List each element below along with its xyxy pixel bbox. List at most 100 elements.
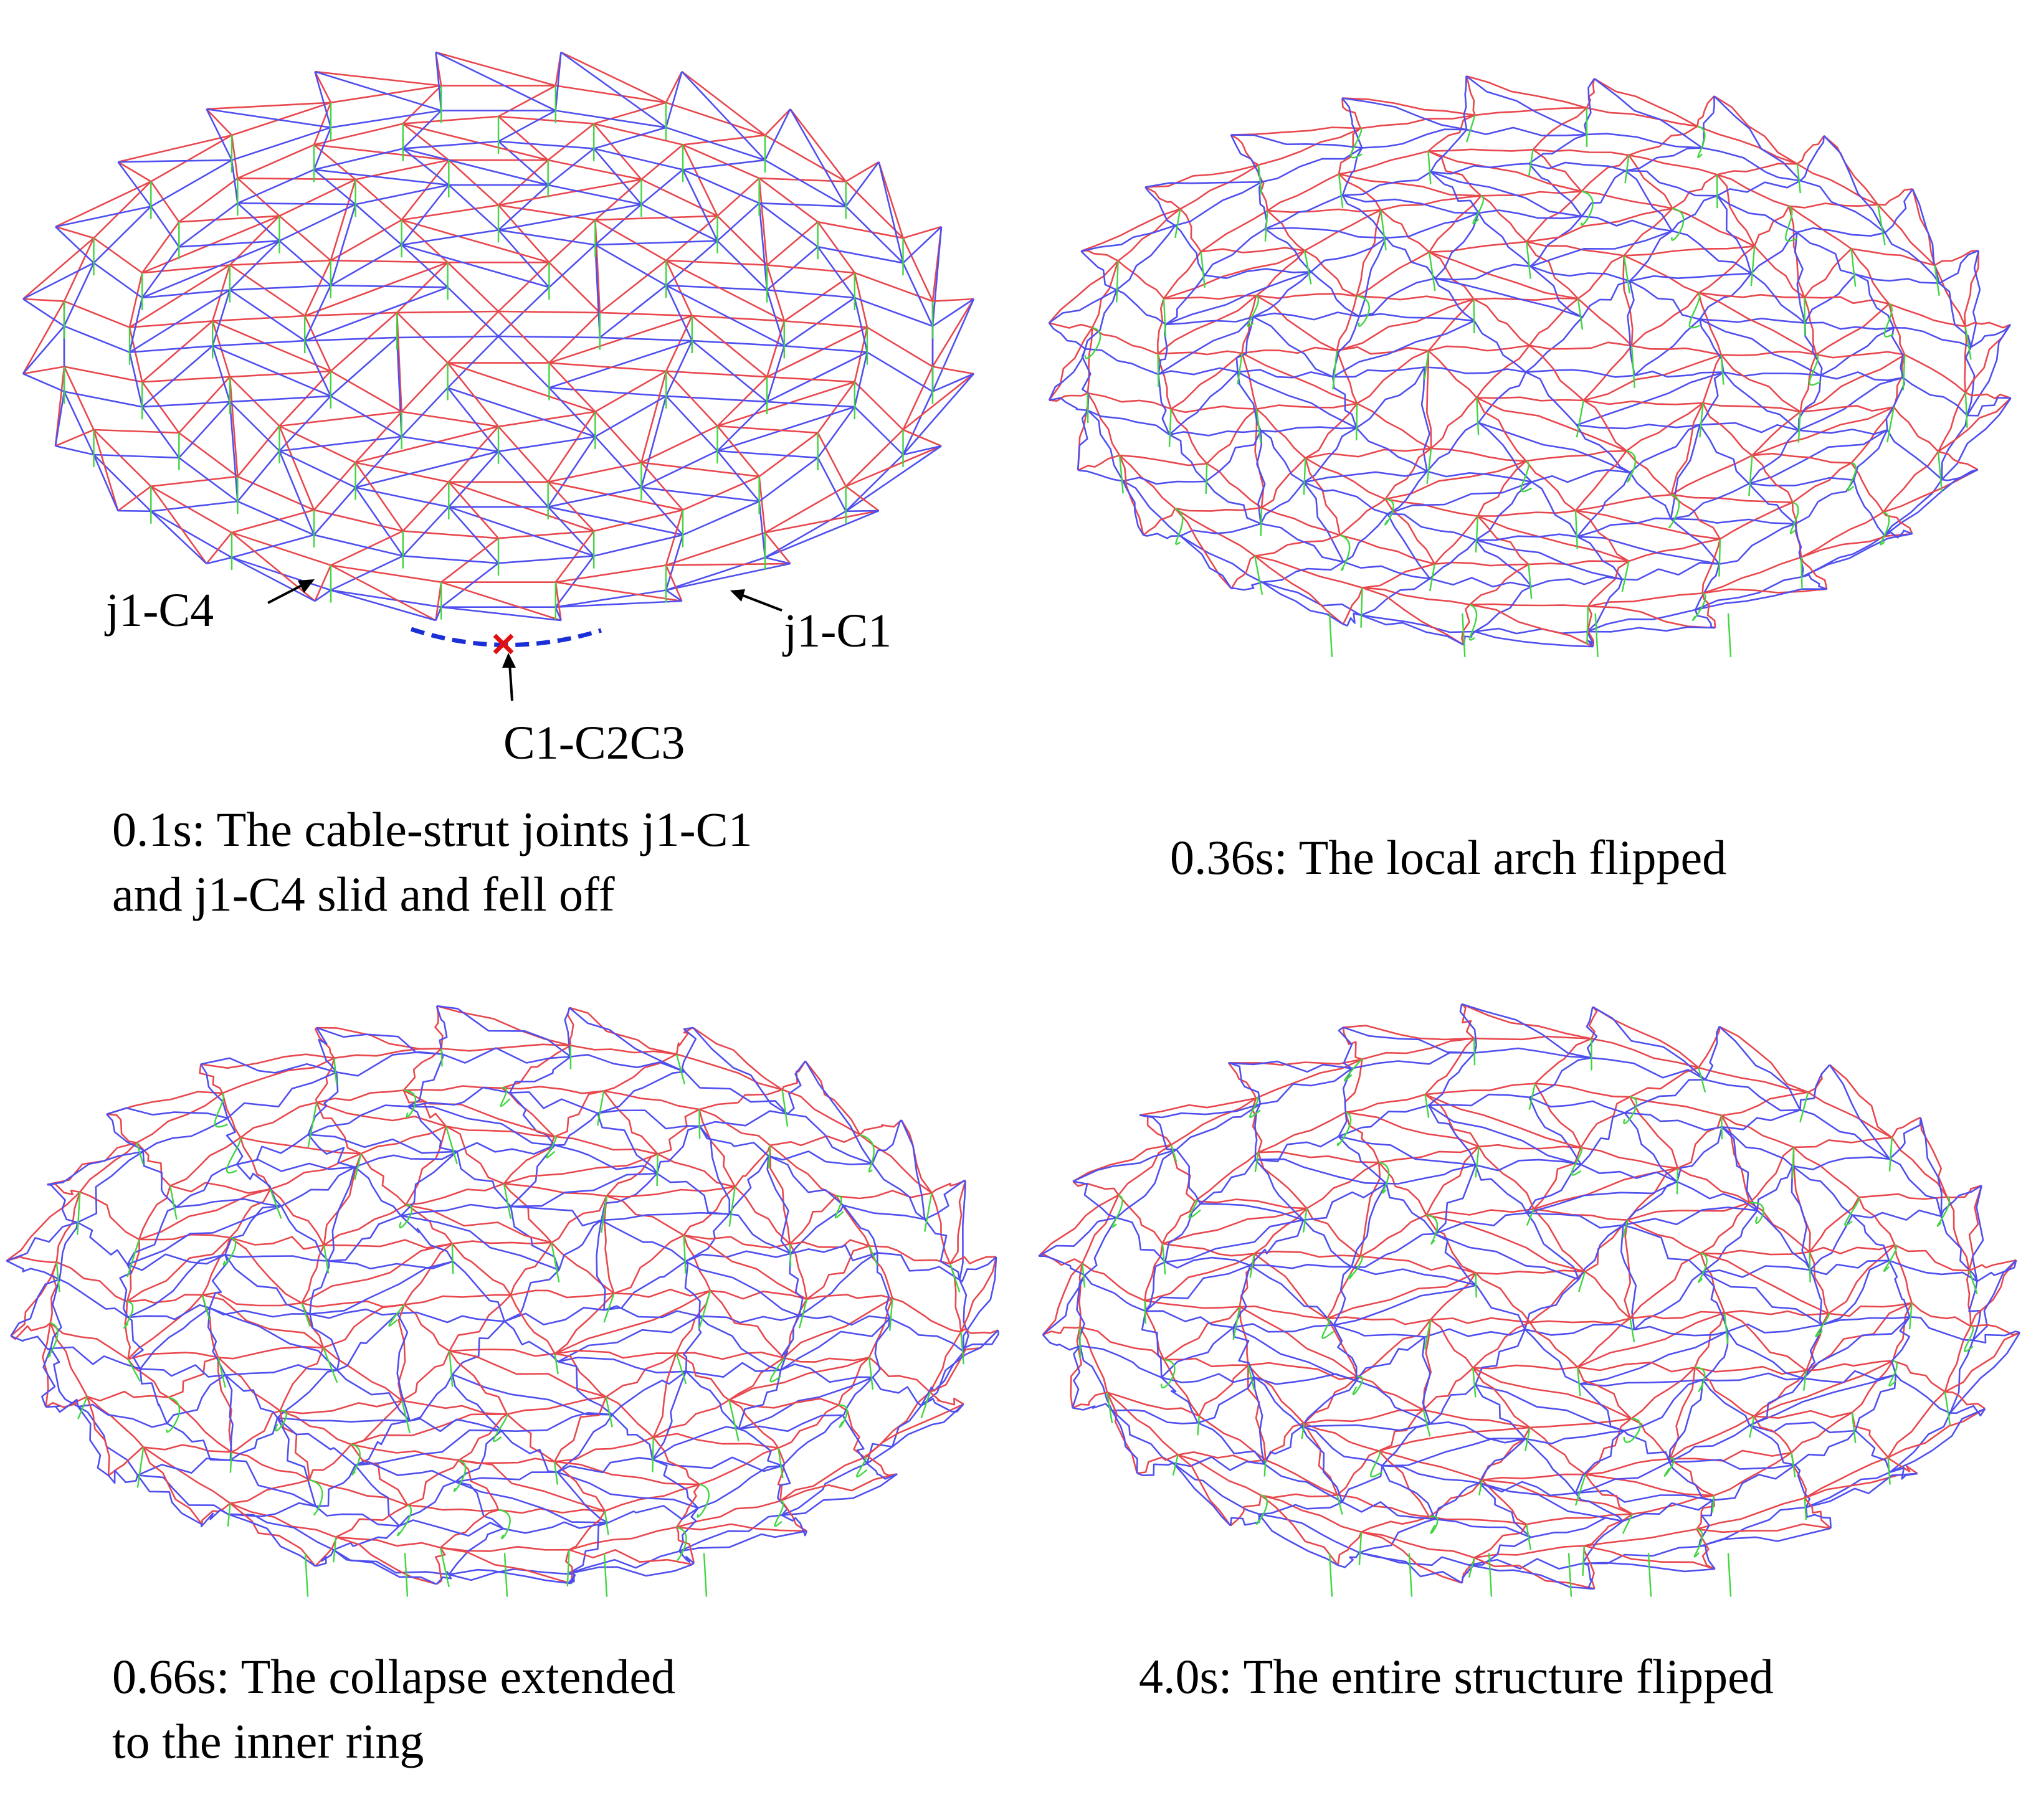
boundary-cable [554,582,562,621]
hoop-cable [1677,1167,1750,1204]
hoop-cable [79,1142,138,1193]
diagonal-cable-lower [799,1252,878,1317]
diagonal-cable-lower [717,450,818,459]
hoop-cable-lower [336,1369,411,1422]
diagonal-cable-lower [717,405,855,452]
caption-line: 0.36s: The local arch flipped [1170,830,1727,884]
boundary-cable [434,1005,444,1049]
diagonal-cable-lower [790,1244,878,1261]
boundary-cable-lower [10,1335,51,1350]
diagonal-cable-upper [1721,1091,1809,1117]
diagonal-cable-upper [789,1195,837,1245]
hoop-cable [1379,1145,1480,1164]
strut [728,1187,736,1227]
diagonal-cable-lower [1434,1233,1579,1281]
hoop-cable-lower [1237,372,1262,431]
hoop-cable [1430,1319,1474,1368]
boundary-cable [1968,1185,1982,1271]
diagonal-cable-lower [790,1205,844,1254]
diagonal-cable-lower [509,1092,556,1146]
diagonal-cable-upper [836,1190,932,1200]
hoop-cable [1934,265,1966,327]
boundary-cable [675,1026,694,1055]
diagonal-cable-lower [1333,1324,1425,1338]
diagonal-cable-lower [212,345,331,397]
diagonal-cable-upper [1628,125,1698,156]
hoop-cable-lower [402,555,499,564]
boundary-cable-lower [1078,469,1123,482]
boundary-cable-lower [1970,324,2011,348]
strut [1384,498,1394,526]
diagonal-cable-lower [1716,195,1753,274]
boundary-cable-lower [231,556,316,602]
diagonal-cable-upper [766,326,868,378]
hoop-cable-lower [407,1086,510,1107]
diagonal-cable-upper [766,221,819,266]
hoop-cable-lower [1084,1217,1118,1276]
diagonal-cable-lower [1158,316,1254,376]
diagonal-cable-upper [1422,1367,1474,1411]
diagonal-cable-upper [151,475,238,488]
hoop-cable [1577,298,1633,347]
diagonal-cable-lower [1260,481,1305,524]
hoop-cable [1891,1302,1913,1362]
hoop-cable-lower [597,1109,700,1130]
diagonal-cable-lower [277,1417,410,1423]
diagonal-cable-lower [1478,212,1531,267]
diagonal-cable-lower [455,1481,504,1530]
strut [1379,1162,1390,1194]
diagonal-cable-upper [451,1243,511,1296]
diagonal-cable-upper [440,1509,499,1548]
diagonal-cable-lower [166,1374,226,1424]
strut [136,1142,144,1165]
hoop-cable [335,1536,441,1549]
strut [1370,1450,1383,1477]
strut [1964,326,1972,360]
diagonal-cable-lower [1822,1259,1890,1326]
diagonal-cable-upper [129,320,213,328]
hoop-cable-lower [665,126,766,161]
hoop-cable-lower [401,229,499,246]
diagonal-cable-upper [1534,1083,1582,1149]
diagonal-cable-lower [447,287,499,337]
hoop-cable-lower [280,1166,356,1207]
diagonal-cable-upper [1475,1272,1531,1323]
strut [1804,297,1806,336]
diagonal-cable-lower [1478,422,1631,473]
hoop-cable-lower [355,184,449,206]
dropped-strut [1328,613,1333,657]
strut [1626,450,1637,483]
hoop-cable [498,410,596,428]
hoop-cable-lower [399,1519,504,1537]
boundary-cable-lower [1919,1117,1943,1216]
diagonal-cable-lower [1085,348,1159,376]
strut [698,1109,701,1139]
diagonal-cable-lower [328,1260,454,1270]
diagonal-cable-lower [1810,1259,1890,1276]
boundary-cable-lower [201,1057,337,1074]
diagonal-cable-upper [1258,1150,1379,1164]
diagonal-cable-upper [1195,1198,1307,1210]
boundary-cable [569,1007,677,1055]
panel-0-1s-dome: j1-C4 j1-C1 C1-C2C3 [22,51,975,769]
hoop-cable [766,265,786,321]
hoop-cable [902,366,934,430]
boundary-cable [1801,533,1913,558]
diagonal-cable-upper [150,181,180,223]
hoop-cable-lower [313,534,404,557]
diagonal-cable-lower [1161,1373,1255,1383]
diagonal-cable-lower [1525,1438,1577,1494]
boundary-cable-lower [1967,397,2011,417]
hoop-cable-lower [1204,228,1266,276]
hoop-cable-lower [1531,576,1622,587]
boundary-cable-lower [435,1005,448,1055]
hoop-cable-lower [1359,1552,1470,1566]
diagonal-cable-upper [237,178,280,217]
diagonal-cable-upper [593,123,642,180]
hoop-cable-lower [682,500,760,536]
hoop-cable-lower [1434,1518,1531,1538]
boundary-cable-lower [903,445,942,456]
diagonal-cable-lower [548,506,683,536]
boundary-cable-lower [77,1406,109,1476]
strut [1321,1317,1334,1339]
